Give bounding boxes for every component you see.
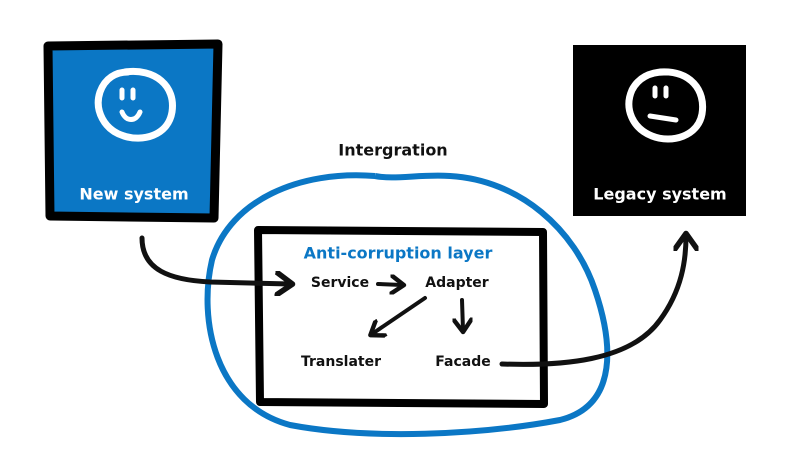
acl-box — [254, 226, 548, 408]
legacy-system-label: Legacy system — [593, 184, 727, 204]
smiley-happy-icon — [94, 67, 176, 142]
arrow-adapter-to-facade — [462, 298, 463, 330]
arrow-facade-to-legacy — [499, 236, 686, 367]
smiley-neutral-icon — [625, 68, 707, 143]
adapter-label: Adapter — [425, 275, 489, 291]
facade-label: Facade — [435, 354, 491, 370]
arrow-adapter-to-translater — [372, 296, 427, 334]
service-label: Service — [310, 275, 370, 291]
integration-boundary — [204, 172, 611, 438]
translater-label: Translater — [300, 354, 382, 370]
arrow-service-to-adapter — [376, 284, 402, 285]
new-system-box — [43, 39, 223, 223]
acl-title: Anti-corruption layer — [303, 243, 493, 263]
new-system-label: New system — [79, 184, 189, 204]
arrow-new-to-acl — [139, 235, 290, 284]
integration-label: Intergration — [338, 140, 448, 160]
